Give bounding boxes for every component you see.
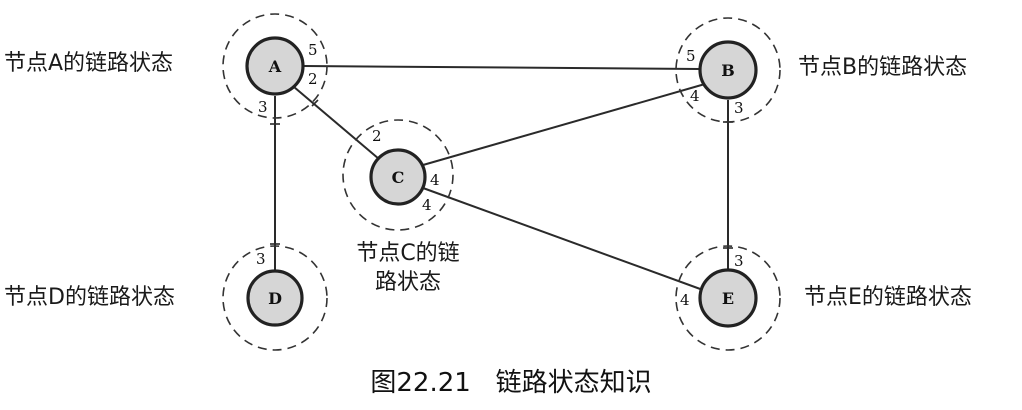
node-c-state-label-line-1: 节点C的链 (356, 241, 460, 266)
node-a (245, 36, 305, 96)
ring-d (222, 245, 328, 351)
ring-c (342, 119, 454, 231)
cost-a-c-at-a: 2 (308, 70, 318, 88)
node-e-state-label: 节点E的链路状态 (804, 285, 972, 310)
link-b-c (422, 83, 706, 166)
cost-c-e-at-c: 4 (422, 196, 432, 214)
node-c (369, 148, 427, 206)
cost-a-d-at-a: 3 (258, 98, 268, 116)
link-a-b (303, 65, 701, 70)
cost-a-b-at-b: 5 (686, 47, 696, 65)
node-e (698, 268, 758, 328)
ring-e (675, 245, 781, 351)
node-d (246, 269, 304, 327)
node-c-state-label-line-2: 路状态 (374, 269, 441, 295)
node-b (698, 40, 758, 100)
node-b-state-label: 节点B的链路状态 (798, 55, 968, 80)
link-c-e (422, 187, 704, 291)
node-c-label: C (392, 168, 405, 187)
cost-b-c-at-c: 4 (430, 171, 440, 189)
node-d-label: D (268, 289, 282, 308)
node-a-label: A (268, 57, 282, 76)
node-a-state-label: 节点A的链路状态 (4, 51, 174, 76)
figure-title: 链路状态知识 (495, 368, 652, 398)
cost-b-e-at-b: 3 (734, 99, 744, 117)
link-a-c (293, 86, 380, 160)
node-b-label: B (721, 61, 735, 80)
ring-b (675, 17, 781, 123)
node-c-state-label: 节点C的链 路状态 (348, 240, 468, 297)
figure-number: 图22.21 (370, 368, 471, 398)
cost-c-e-at-e: 4 (680, 291, 690, 309)
cost-b-c-at-b: 4 (690, 87, 700, 105)
tick-a-c (311, 99, 319, 107)
node-d-state-label: 节点D的链路状态 (4, 285, 175, 310)
cost-a-d-at-d: 3 (256, 250, 266, 268)
ring-a (222, 13, 328, 119)
cost-a-c-at-c: 2 (372, 127, 382, 145)
node-e-label: E (722, 289, 734, 308)
figure-caption: 图22.21 链路状态知识 (0, 362, 1022, 399)
cost-b-e-at-e: 3 (734, 252, 744, 270)
cost-a-b-at-a: 5 (308, 41, 318, 59)
